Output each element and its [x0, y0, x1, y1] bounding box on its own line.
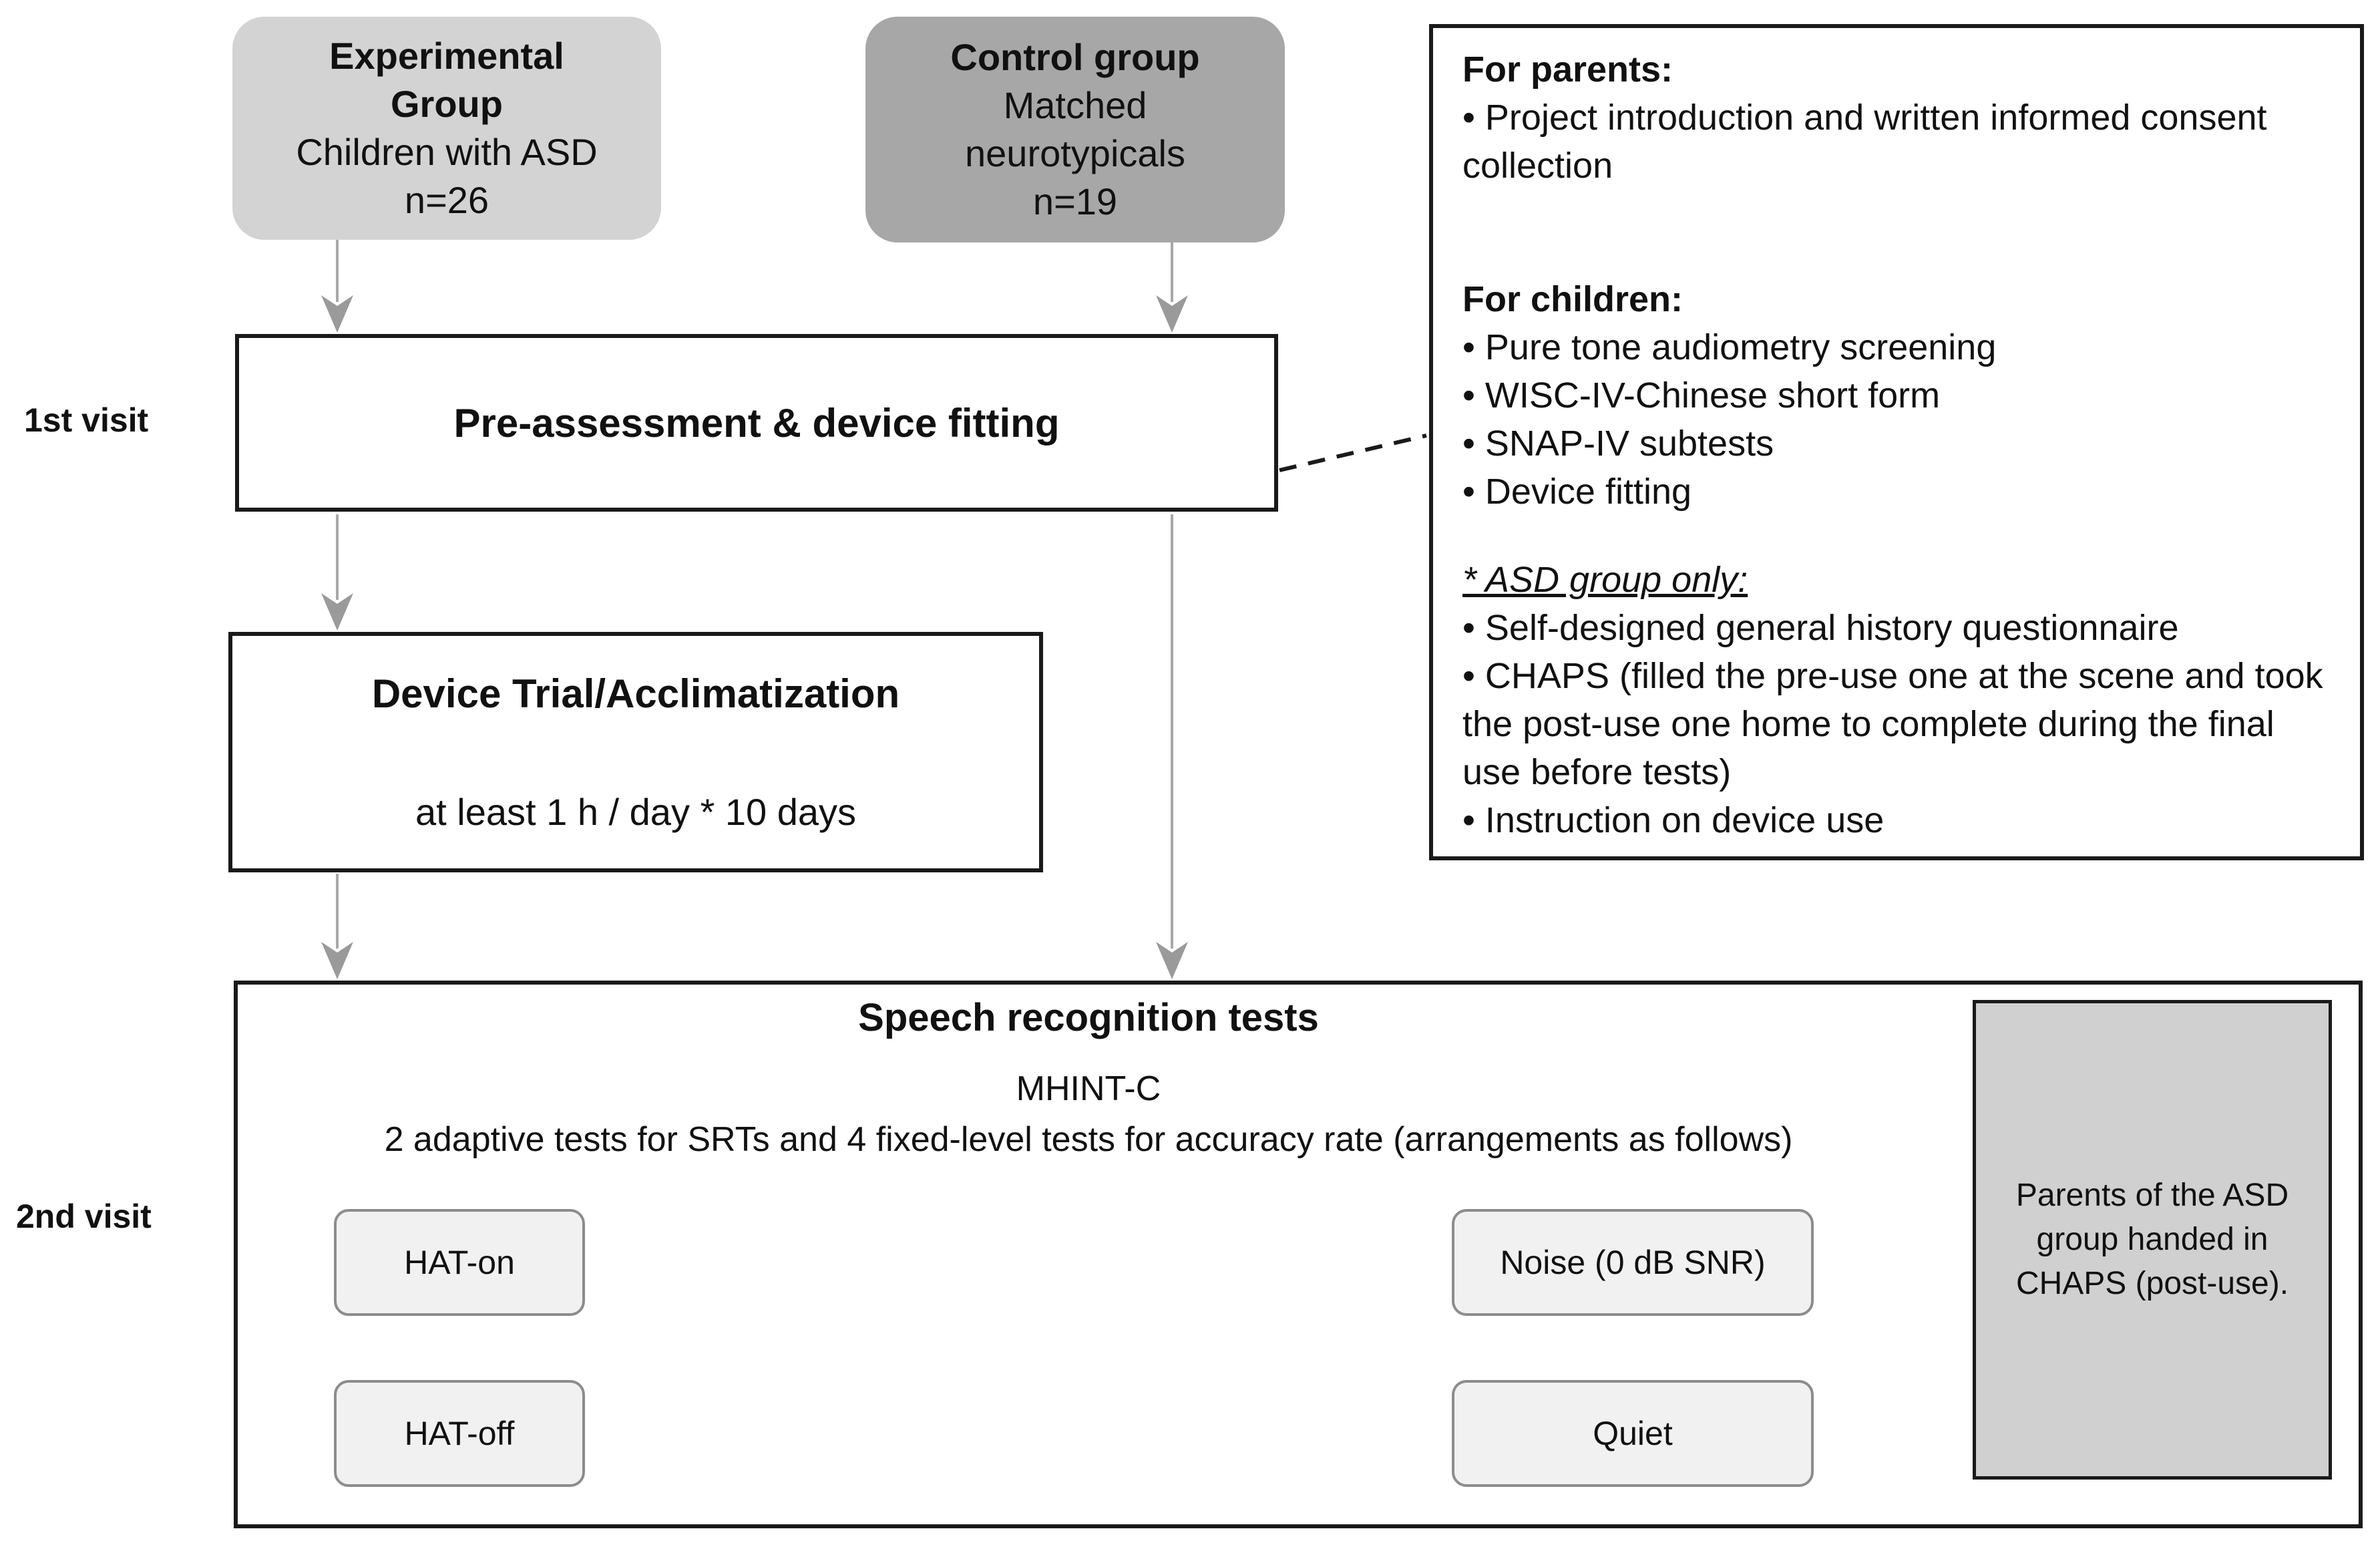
pre-assessment-title: Pre-assessment & device fitting — [453, 400, 1060, 446]
arrowhead-speech-left — [321, 942, 353, 979]
arrowhead-trial — [321, 593, 353, 631]
info-item: • Project introduction and written infor… — [1462, 98, 2267, 186]
experimental-group-title-line2: Group — [391, 83, 503, 125]
arrowhead-preassessment-right — [1156, 295, 1188, 333]
control-group-subtitle-line1: Matched — [1003, 84, 1147, 126]
experimental-group-n: n=26 — [404, 179, 489, 221]
device-trial-box: Device Trial/Acclimatization at least 1 … — [228, 632, 1043, 872]
control-group-n: n=19 — [1032, 180, 1118, 222]
device-trial-detail: at least 1 h / day * 10 days — [415, 791, 856, 833]
info-section-parents: For parents: • Project introduction and … — [1462, 45, 2331, 190]
info-heading-parents: For parents: — [1462, 49, 1673, 90]
speech-tests-subtitle: MHINT-C — [1016, 1069, 1161, 1108]
arrowhead-preassessment-left — [321, 295, 353, 333]
control-group-box: Control group Matched neurotypicals n=19 — [865, 17, 1285, 242]
condition-hat-on-label: HAT-on — [404, 1244, 515, 1281]
info-heading-asd-only: * ASD group only: — [1462, 560, 1748, 600]
experimental-group-subtitle: Children with ASD — [296, 131, 598, 173]
parents-chaps-note-text: Parents of the ASD group handed in CHAPS… — [2015, 1178, 2289, 1301]
info-item: • SNAP-IV subtests — [1462, 423, 1774, 464]
condition-hat-off-label: HAT-off — [404, 1415, 515, 1452]
condition-hat-off-box: HAT-off — [334, 1380, 585, 1487]
experimental-group-box: Experimental Group Children with ASD n=2… — [232, 17, 661, 240]
info-item: • Pure tone audiometry screening — [1462, 327, 1997, 367]
device-trial-title: Device Trial/Acclimatization — [371, 671, 900, 716]
info-item: • Self-designed general history question… — [1462, 608, 2179, 648]
info-item: • CHAPS (filled the pre-use one at the s… — [1462, 656, 2323, 792]
info-section-asd-only: * ASD group only: • Self-designed genera… — [1462, 556, 2331, 844]
condition-hat-on-box: HAT-on — [334, 1209, 585, 1316]
info-item: • Instruction on device use — [1462, 800, 1885, 840]
info-heading-children: For children: — [1462, 279, 1683, 319]
condition-quiet-box: Quiet — [1452, 1380, 1814, 1487]
dashed-link-preassessment-to-info — [1279, 434, 1427, 472]
control-group-subtitle-line2: neurotypicals — [965, 132, 1185, 174]
arrowhead-speech-right — [1156, 942, 1188, 979]
parents-chaps-note-box: Parents of the ASD group handed in CHAPS… — [1973, 1000, 2332, 1480]
condition-noise-label: Noise (0 dB SNR) — [1500, 1244, 1766, 1281]
first-visit-label: 1st visit — [24, 401, 149, 439]
pre-assessment-box: Pre-assessment & device fitting — [235, 334, 1278, 512]
control-group-title: Control group — [950, 36, 1200, 78]
experimental-group-title-line1: Experimental — [329, 35, 564, 77]
speech-tests-title: Speech recognition tests — [858, 996, 1319, 1039]
condition-noise-box: Noise (0 dB SNR) — [1452, 1209, 1814, 1316]
assessment-info-panel: For parents: • Project introduction and … — [1429, 24, 2364, 860]
info-section-children: For children: • Pure tone audiometry scr… — [1462, 275, 2331, 516]
second-visit-label: 2nd visit — [16, 1198, 152, 1235]
speech-tests-header: Speech recognition tests MHINT-C 2 adapt… — [240, 997, 1937, 1160]
speech-tests-description: 2 adaptive tests for SRTs and 4 fixed-le… — [384, 1120, 1793, 1159]
info-item: • WISC-IV-Chinese short form — [1462, 375, 1941, 415]
info-item: • Device fitting — [1462, 472, 1692, 512]
condition-quiet-label: Quiet — [1593, 1415, 1673, 1452]
